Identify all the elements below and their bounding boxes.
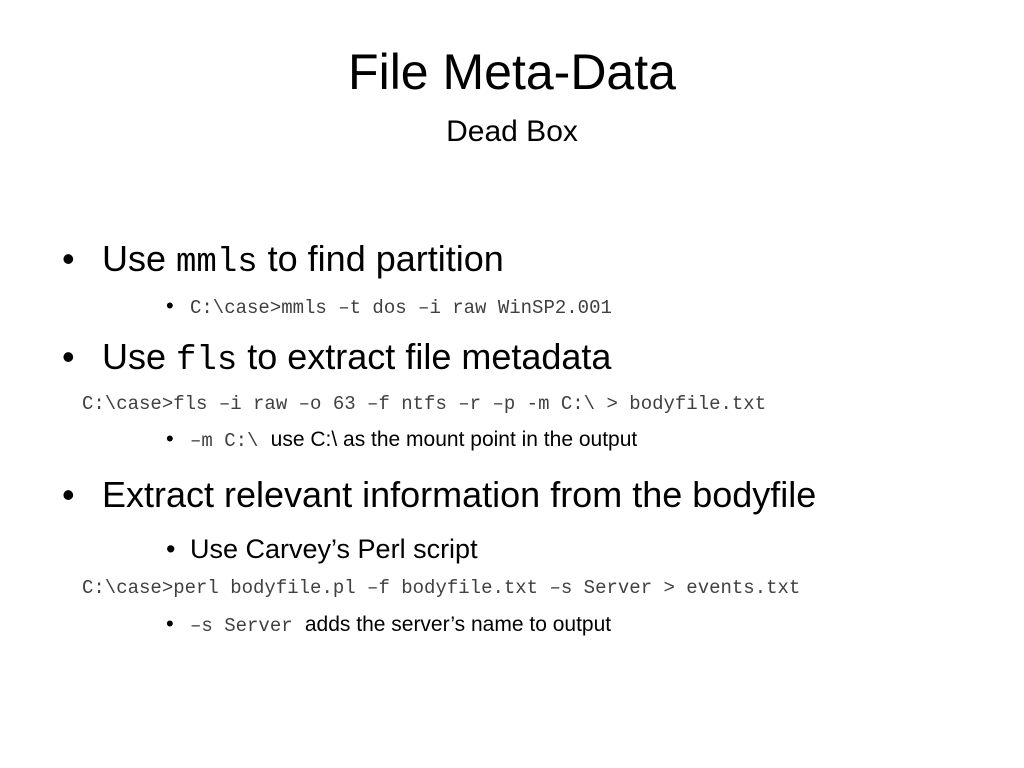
bullet-dot: • xyxy=(62,474,75,515)
slide-subtitle: Dead Box xyxy=(446,115,578,148)
sub-bullet-dot: • xyxy=(166,611,174,636)
sub-bullet-dot: • xyxy=(166,534,176,564)
bullet-text: Extract relevant information from the bo… xyxy=(102,474,817,515)
bullet-suffix: to extract file metadata xyxy=(237,336,612,377)
sub-bullet-dot: • xyxy=(166,426,174,451)
server-option-text: adds the server’s name to output xyxy=(304,613,612,636)
bullet-mmls: • Use mmls to find partition xyxy=(62,236,504,286)
mmls-command: C:\case>mmls –t dos –i raw WinSP2.001 xyxy=(190,297,612,319)
bullet-dot: • xyxy=(62,238,75,279)
sub-bullet-mmls-command: • C:\case>mmls –t dos –i raw WinSP2.001 xyxy=(166,292,612,322)
bullet-suffix: to find partition xyxy=(257,238,504,279)
server-option-code: –s Server xyxy=(190,615,293,637)
mount-option-text: use C:\ as the mount point in the output xyxy=(270,428,638,451)
perl-command: C:\case>perl bodyfile.pl –f bodyfile.txt… xyxy=(82,577,801,599)
perl-script-text: Use Carvey’s Perl script xyxy=(190,534,478,564)
slide-title: File Meta-Data xyxy=(348,44,676,100)
bullet-extract: • Extract relevant information from the b… xyxy=(62,472,816,518)
sub-bullet-mount-point: • –m C:\ use C:\ as the mount point in th… xyxy=(166,425,637,455)
bullet-dot: • xyxy=(62,336,75,377)
sub-bullet-perl-script: • Use Carvey’s Perl script xyxy=(166,532,478,566)
sub-bullet-dot: • xyxy=(166,293,174,318)
sub-bullet-server-option: • –s Server adds the server’s name to out… xyxy=(166,610,611,640)
bullet-code: mmls xyxy=(176,244,258,282)
mount-option-code: –m C:\ xyxy=(190,430,259,452)
bullet-fls: • Use fls to extract file metadata xyxy=(62,334,611,384)
bullet-prefix: Use xyxy=(102,238,177,279)
fls-command: C:\case>fls –i raw –o 63 –f ntfs –r –p -… xyxy=(82,393,767,415)
bullet-prefix: Use xyxy=(102,336,177,377)
bullet-code: fls xyxy=(176,342,238,380)
